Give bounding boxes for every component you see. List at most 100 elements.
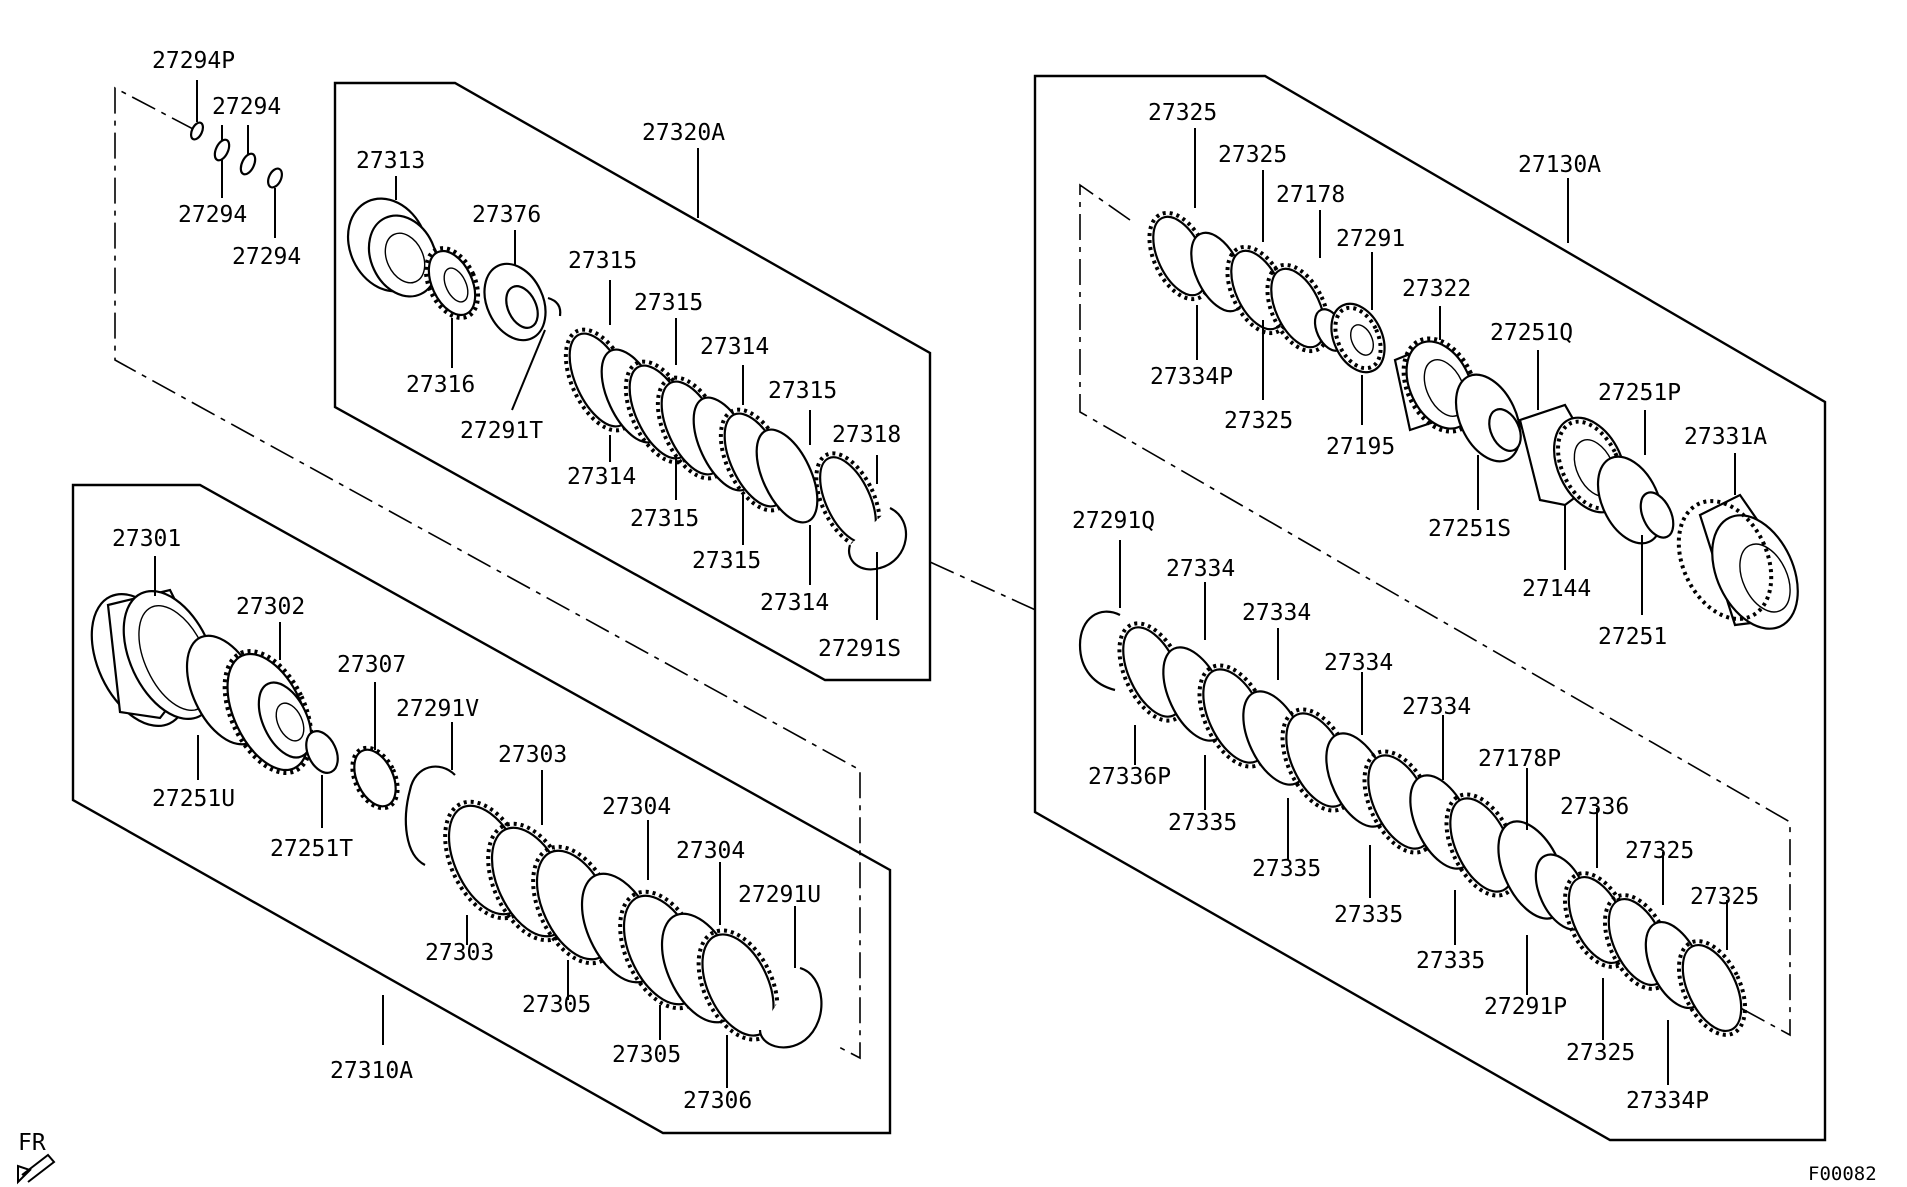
label-27291Q: 27291Q (1072, 508, 1155, 534)
label-27334-b: 27334 (1242, 600, 1311, 626)
label-27307: 27307 (337, 652, 406, 678)
label-27325-f: 27325 (1566, 1040, 1635, 1066)
label-27315-a: 27315 (568, 248, 637, 274)
label-27178: 27178 (1276, 182, 1345, 208)
label-27325-c: 27325 (1224, 408, 1293, 434)
label-27251Q: 27251Q (1490, 320, 1573, 346)
clutch-plates-27130A-upper (1147, 210, 1331, 354)
label-27291T: 27291T (460, 418, 543, 444)
label-27315-d: 27315 (630, 506, 699, 532)
assembly-box-27310A (71, 483, 892, 1135)
snap-ring-27291U (758, 966, 823, 1049)
label-27178P: 27178P (1478, 746, 1561, 772)
label-27315-b: 27315 (634, 290, 703, 316)
label-27294-b: 27294 (178, 202, 247, 228)
label-27320A: 27320A (642, 120, 725, 146)
label-27334-a: 27334 (1166, 556, 1235, 582)
label-27251T: 27251T (270, 836, 353, 862)
label-27314-c: 27314 (760, 590, 829, 616)
label-27291S: 27291S (818, 636, 901, 662)
label-27301: 27301 (112, 526, 181, 552)
label-27291U: 27291U (738, 882, 821, 908)
retainer-27376 (483, 262, 547, 342)
label-27314-a: 27314 (700, 334, 769, 360)
clutch-plates-27320A (563, 327, 882, 549)
snap-ring-27291Q (1078, 610, 1121, 692)
label-27251P: 27251P (1598, 380, 1681, 406)
spring-27307 (350, 745, 400, 811)
drum-27301 (90, 588, 218, 727)
bearing-27195 (1330, 302, 1386, 374)
label-27315-c: 27315 (768, 378, 837, 404)
label-27315-e: 27315 (692, 548, 761, 574)
label-27325-a: 27325 (1148, 100, 1217, 126)
label-27291P: 27291P (1484, 994, 1567, 1020)
label-27294P: 27294P (152, 48, 235, 74)
assembly-box-27130A (1033, 74, 1827, 1142)
label-27303-b: 27303 (425, 940, 494, 966)
seal-27251 (1639, 491, 1675, 539)
seal-27251T (305, 730, 339, 774)
dash-path-link (929, 561, 1041, 613)
label-27334P: 27334P (1150, 364, 1233, 390)
label-27334P-b: 27334P (1626, 1088, 1709, 1114)
dash-path-rings-27294 (114, 86, 861, 1060)
label-27335-a: 27335 (1168, 810, 1237, 836)
label-27322: 27322 (1402, 276, 1471, 302)
seal-27251Q (1488, 408, 1522, 452)
label-27304-a: 27304 (602, 794, 671, 820)
label-27294-a: 27294 (212, 94, 281, 120)
label-27305-b: 27305 (612, 1042, 681, 1068)
front-direction-arrow-icon (17, 1153, 56, 1185)
label-27336P: 27336P (1088, 764, 1171, 790)
piston-27302 (222, 649, 314, 775)
oring-27294P (189, 121, 205, 141)
label-27306: 27306 (683, 1088, 752, 1114)
label-27251U: 27251U (152, 786, 235, 812)
clutch-plates-27310A (443, 799, 780, 1042)
label-27334-c: 27334 (1324, 650, 1393, 676)
clutch-plates-27130A-lower (1117, 621, 1748, 1037)
snap-ring-27291S (847, 507, 908, 571)
label-27313: 27313 (356, 148, 425, 174)
label-27144: 27144 (1522, 576, 1591, 602)
part-labels: 27294P 27294 27294 27294 27313 27376 273… (112, 48, 1767, 1114)
assembly-box-27320A (333, 81, 932, 682)
label-27314-b: 27314 (567, 464, 636, 490)
label-27331A: 27331A (1684, 424, 1767, 450)
label-27335-d: 27335 (1416, 948, 1485, 974)
label-27195: 27195 (1326, 434, 1395, 460)
oring-27294-b (239, 152, 257, 176)
label-27335-c: 27335 (1334, 902, 1403, 928)
label-27318: 27318 (832, 422, 901, 448)
label-27302: 27302 (236, 594, 305, 620)
label-27335-b: 27335 (1252, 856, 1321, 882)
label-27251S: 27251S (1428, 516, 1511, 542)
label-27304-b: 27304 (676, 838, 745, 864)
label-27336: 27336 (1560, 794, 1629, 820)
piston-27313 (346, 197, 439, 298)
oring-27294-a (213, 138, 231, 162)
label-27305-a: 27305 (522, 992, 591, 1018)
front-marker-label: FR (18, 1130, 46, 1156)
label-27376: 27376 (472, 202, 541, 228)
label-27303-a: 27303 (498, 742, 567, 768)
label-27325-b: 27325 (1218, 142, 1287, 168)
dash-path-inner-27130A (1079, 183, 1791, 1037)
snap-ring-27291T (547, 296, 562, 317)
label-27251: 27251 (1598, 624, 1667, 650)
drum-27331A (1676, 493, 1799, 630)
figure-code: F00082 (1808, 1163, 1877, 1185)
label-27291V: 27291V (396, 696, 479, 722)
leader-lines (154, 80, 1736, 1088)
label-27316: 27316 (406, 372, 475, 398)
label-27291: 27291 (1336, 226, 1405, 252)
label-27325-d: 27325 (1625, 838, 1694, 864)
oring-27294-c (267, 167, 283, 189)
snap-ring-27291V (404, 765, 456, 866)
label-27325-e: 27325 (1690, 884, 1759, 910)
spring-27316 (423, 246, 481, 320)
label-27334-d: 27334 (1402, 694, 1471, 720)
label-27294-c: 27294 (232, 244, 301, 270)
